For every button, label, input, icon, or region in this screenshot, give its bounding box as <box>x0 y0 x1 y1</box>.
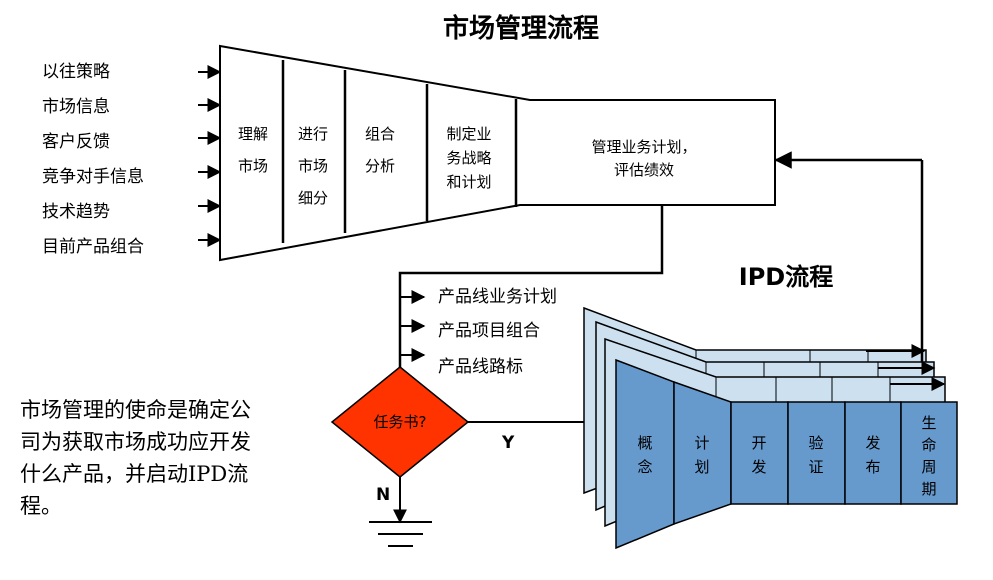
phase-label: 发 <box>865 434 880 452</box>
step-strategy-line1: 制定业 <box>446 125 491 143</box>
input-label: 竞争对手信息 <box>42 167 144 187</box>
phase-label: 划 <box>694 458 709 476</box>
market-funnel <box>219 44 776 262</box>
phase-lifecycle <box>900 401 958 505</box>
funnel-to-decision-line <box>398 205 664 375</box>
phase-label: 证 <box>808 458 823 476</box>
step-segment-line2: 市场 <box>298 157 328 175</box>
output-arrows <box>400 290 426 362</box>
phase-verify <box>787 401 846 505</box>
phase-label: 发 <box>751 458 766 476</box>
phase-label: 概 <box>637 434 652 452</box>
decision-label: 任务书? <box>374 413 427 431</box>
phase-label: 验 <box>808 434 823 452</box>
input-label: 以往策略 <box>42 62 110 82</box>
phase-label: 开 <box>751 434 766 452</box>
mission-note-line2: 司为获取市场成功应开发 <box>20 430 251 454</box>
manage-plan-line2: 评估绩效 <box>614 161 674 179</box>
phase-label: 生 <box>921 414 936 432</box>
phase-label: 念 <box>637 458 652 476</box>
phase-label: 期 <box>921 480 936 498</box>
step-portfolio-line2: 分析 <box>365 157 395 175</box>
phase-label: 周 <box>921 458 936 476</box>
manage-plan-line1: 管理业务计划， <box>591 138 696 156</box>
step-segment-line3: 细分 <box>298 189 328 207</box>
step-understand-market-line1: 理解 <box>238 125 268 143</box>
phase-release <box>844 401 902 505</box>
output-label: 产品线路标 <box>438 357 523 377</box>
mission-note-line3: 什么产品，并启动IPD流 <box>20 462 248 486</box>
input-label: 目前产品组合 <box>42 237 144 257</box>
output-label: 产品线业务计划 <box>438 287 557 307</box>
step-segment-line1: 进行 <box>298 125 328 143</box>
input-label: 技术趋势 <box>42 202 110 222</box>
yes-label: Y <box>501 433 515 453</box>
phase-plan <box>673 380 732 526</box>
phase-develop <box>730 401 789 505</box>
phase-label: 命 <box>921 436 936 454</box>
input-list: 以往策略 市场信息 客户反馈 竞争对手信息 技术趋势 目前产品组合 <box>42 62 144 257</box>
mission-note-line1: 市场管理的使命是确定公 <box>20 398 251 422</box>
ipd-layer-front <box>615 358 958 550</box>
step-strategy-line2: 务战略 <box>446 149 491 167</box>
funnel-dividers <box>281 60 518 243</box>
mission-note-line4: 程。 <box>20 494 62 518</box>
input-arrows <box>198 65 222 247</box>
step-understand-market-line2: 市场 <box>238 157 268 175</box>
phase-concept <box>615 358 675 550</box>
input-label: 市场信息 <box>42 97 110 117</box>
diagram-title: 市场管理流程 <box>443 13 599 44</box>
step-portfolio-line1: 组合 <box>365 125 395 143</box>
step-strategy-line3: 和计划 <box>446 173 491 191</box>
input-label: 客户反馈 <box>42 132 110 152</box>
output-label: 产品项目组合 <box>438 321 540 341</box>
phase-label: 布 <box>865 458 880 476</box>
ground-symbol <box>369 521 432 547</box>
phase-label: 计 <box>694 434 709 452</box>
ipd-title: IPD流程 <box>739 263 833 291</box>
no-label: N <box>376 485 390 505</box>
